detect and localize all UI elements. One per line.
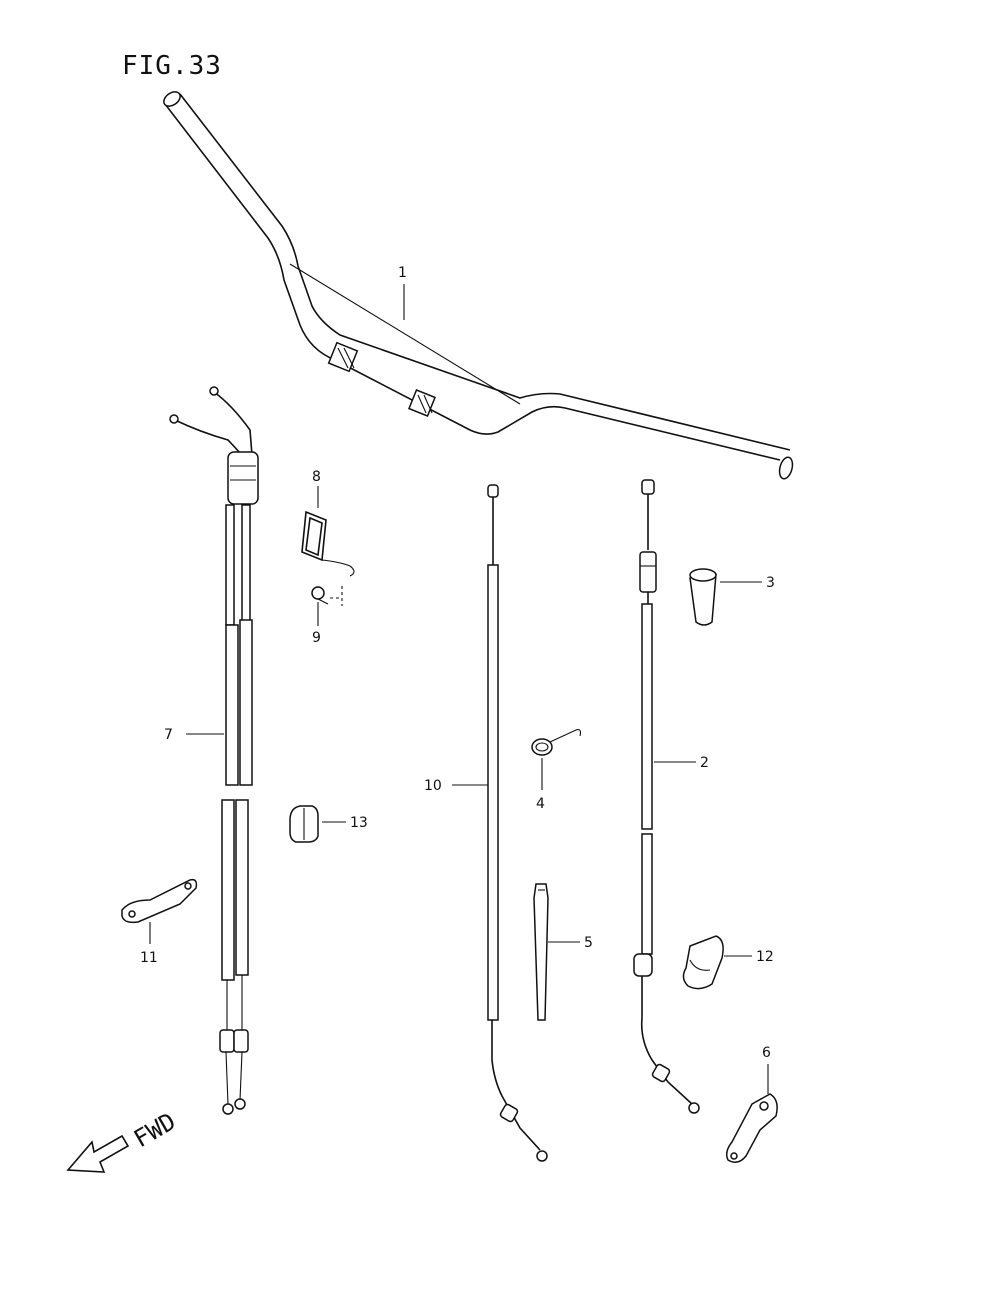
mounting-bracket [121,878,198,924]
screw [311,586,343,606]
handle-grip [689,568,717,626]
callout-11: 11 [140,950,158,966]
fwd-label: FWD [129,1107,181,1153]
cable-holder [289,805,319,843]
callout-4: 4 [536,796,545,812]
callout-3: 3 [766,575,775,591]
callout-6: 6 [762,1045,771,1061]
cable-clamp [301,510,355,577]
long-cable [487,484,548,1162]
callout-9: 9 [312,630,321,646]
callout-1: 1 [398,265,407,281]
lever-bracket [725,1093,778,1163]
callout-5: 5 [584,935,593,951]
fwd-arrow-icon [66,1134,130,1173]
callout-7: 7 [164,727,173,743]
clutch-cable [633,479,700,1114]
callout-13: 13 [350,815,368,831]
callout-12: 12 [756,949,774,965]
handlebar [163,91,794,480]
callout-10: 10 [424,778,442,794]
throttle-cable-assembly [169,386,259,1115]
cable-guide [682,935,724,990]
callout-2: 2 [700,755,709,771]
return-spring [531,729,582,756]
callout-8: 8 [312,469,321,485]
cable-strap [533,883,549,1021]
figure-title: FIG.33 [122,51,222,81]
